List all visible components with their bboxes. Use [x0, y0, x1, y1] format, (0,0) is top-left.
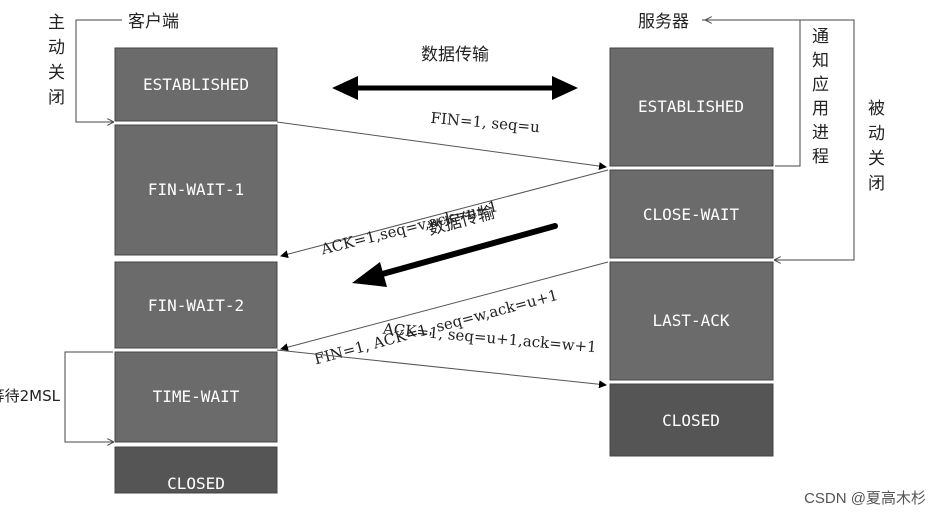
ack2-label: ACK=1, seq=u+1,ack=w+1	[381, 320, 597, 357]
passive-close-char-3: 关	[868, 149, 885, 169]
active-close-char-3: 关	[48, 63, 65, 83]
client-state-time-wait: TIME-WAIT	[114, 351, 278, 443]
server-state-established-label: ESTABLISHED	[638, 97, 744, 116]
client-state-closed: CLOSED	[114, 446, 278, 494]
notify-app-char-3: 应	[812, 75, 829, 95]
client-state-fin-wait-1-label: FIN-WAIT-1	[148, 180, 244, 199]
passive-close-char-1: 被	[868, 99, 885, 119]
passive-close-char-4: 闭	[868, 174, 885, 194]
client-state-established-label: ESTABLISHED	[143, 75, 249, 94]
fin1-label-group: FIN=1, seq=u	[430, 109, 541, 137]
wait-2msl-bracket	[64, 351, 113, 442]
server-state-last-ack-label: LAST-ACK	[652, 311, 729, 330]
server-state-last-ack: LAST-ACK	[609, 261, 774, 381]
watermark-text: CSDN @夏高木杉	[804, 490, 926, 507]
passive-close-char-2: 动	[868, 124, 885, 144]
client-state-fin-wait-1: FIN-WAIT-1	[114, 124, 278, 256]
client-state-time-wait-label: TIME-WAIT	[153, 387, 240, 406]
notify-app-char-2: 知	[812, 51, 829, 71]
ack2-arrow	[276, 349, 607, 389]
client-title: 客户端	[128, 12, 179, 32]
client-state-fin-wait-2: FIN-WAIT-2	[114, 261, 278, 349]
server-state-closed: CLOSED	[609, 383, 774, 457]
data-transfer-top-label: 数据传输	[421, 45, 489, 65]
fin2-arrow	[280, 261, 609, 352]
notify-app-char-6: 程	[812, 147, 829, 167]
server-state-closed-label: CLOSED	[662, 411, 720, 430]
ack2-label-group: ACK=1, seq=u+1,ack=w+1	[381, 320, 597, 357]
active-close-char-4: 闭	[48, 88, 65, 108]
fin1-arrow	[276, 121, 607, 171]
notify-app-char-1: 通	[812, 27, 829, 47]
server-state-close-wait: CLOSE-WAIT	[609, 169, 774, 259]
data-transfer-mid-arrow-head	[352, 262, 387, 287]
notify-app-label: 通 知 应 用 进 程	[812, 27, 834, 167]
client-state-established: ESTABLISHED	[114, 47, 278, 122]
notify-app-char-5: 进	[812, 123, 829, 143]
server-state-close-wait-label: CLOSE-WAIT	[643, 205, 740, 224]
active-close-char-2: 动	[48, 38, 65, 58]
server-state-established: ESTABLISHED	[609, 47, 774, 167]
client-state-fin-wait-2-label: FIN-WAIT-2	[148, 296, 244, 315]
notify-app-char-4: 用	[812, 99, 829, 119]
data-transfer-mid-arrow-shaft	[372, 223, 558, 279]
wait-2msl-label: 等待2MSL	[0, 387, 61, 405]
passive-close-bracket	[702, 19, 855, 260]
fin1-label: FIN=1, seq=u	[430, 109, 541, 137]
active-close-bracket	[75, 19, 122, 122]
data-transfer-top-arrow-right-head	[552, 76, 578, 100]
server-title: 服务器	[638, 12, 689, 32]
client-state-closed-label: CLOSED	[167, 474, 225, 493]
active-close-char-1: 主	[48, 13, 65, 33]
data-transfer-top-arrow-left-head	[332, 76, 358, 100]
passive-close-label: 被 动 关 闭	[868, 99, 890, 194]
active-close-label: 主 动 关 闭	[48, 13, 70, 108]
ack1-arrow	[280, 169, 609, 259]
